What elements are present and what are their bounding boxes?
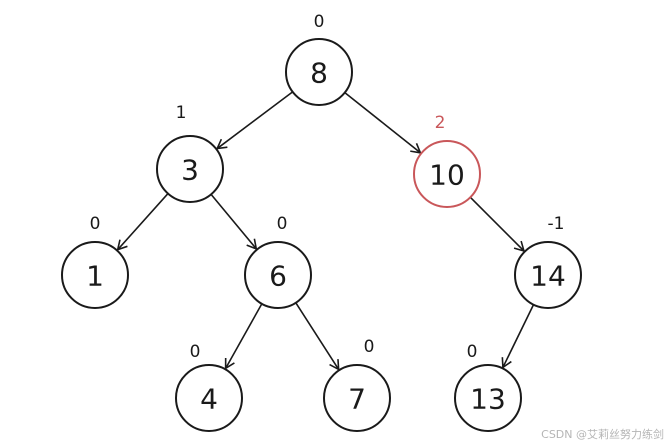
tree-node-10: 10 2: [413, 113, 481, 208]
node-value-7: 7: [348, 383, 366, 416]
node-circle-13: [454, 364, 522, 432]
node-value-4: 4: [200, 383, 218, 416]
edge-n6-n7: [295, 302, 340, 371]
node-circle-14: [514, 241, 582, 309]
tree-node-8: 80: [285, 12, 353, 106]
node-value-3: 3: [181, 154, 199, 187]
tree-node-6: 60: [244, 214, 312, 309]
tree-node-14: 14 -1: [514, 214, 582, 309]
watermark-text: CSDN @艾莉丝努力练剑: [541, 427, 664, 441]
balance-factor-13: 0: [467, 342, 478, 362]
node-circle-3: [156, 135, 224, 203]
node-value-8: 8: [310, 57, 328, 90]
node-circle-8: [285, 38, 353, 106]
node-circle-6: [244, 241, 312, 309]
tree-node-7: 70: [323, 337, 391, 432]
balance-factor-6: 0: [277, 214, 288, 234]
balance-factor-4: 0: [190, 342, 201, 362]
node-circle-7: [323, 364, 391, 432]
node-value-13: 13: [470, 383, 506, 416]
edge-n10-n14: [469, 196, 526, 253]
balance-factor-1: 0: [90, 214, 101, 234]
balance-factor-3: 1: [176, 103, 187, 123]
edge-n8-n10: [344, 91, 422, 154]
node-value-14: 14: [530, 260, 566, 293]
node-value-1: 1: [86, 260, 104, 293]
node-value-6: 6: [269, 260, 287, 293]
edge-n3-n1: [116, 193, 169, 251]
edge-n6-n4: [224, 303, 263, 370]
node-circle-10: [413, 140, 481, 208]
balance-factor-8: 0: [314, 12, 325, 32]
edge-n8-n3: [215, 91, 294, 150]
tree-node-4: 40: [175, 342, 243, 432]
node-circle-4: [175, 364, 243, 432]
balance-factor-14: -1: [548, 214, 565, 234]
node-circle-1: [61, 241, 129, 309]
node-value-10: 10: [429, 159, 465, 192]
tree-node-3: 31: [156, 103, 224, 203]
tree-node-13: 13 0: [454, 342, 522, 432]
tree-node-1: 10: [61, 214, 129, 309]
edge-n14-n13: [501, 304, 535, 369]
balance-factor-10: 2: [435, 113, 446, 133]
edges-layer: [116, 91, 535, 371]
edge-n3-n6: [210, 193, 258, 251]
balance-factor-7: 0: [364, 337, 375, 357]
